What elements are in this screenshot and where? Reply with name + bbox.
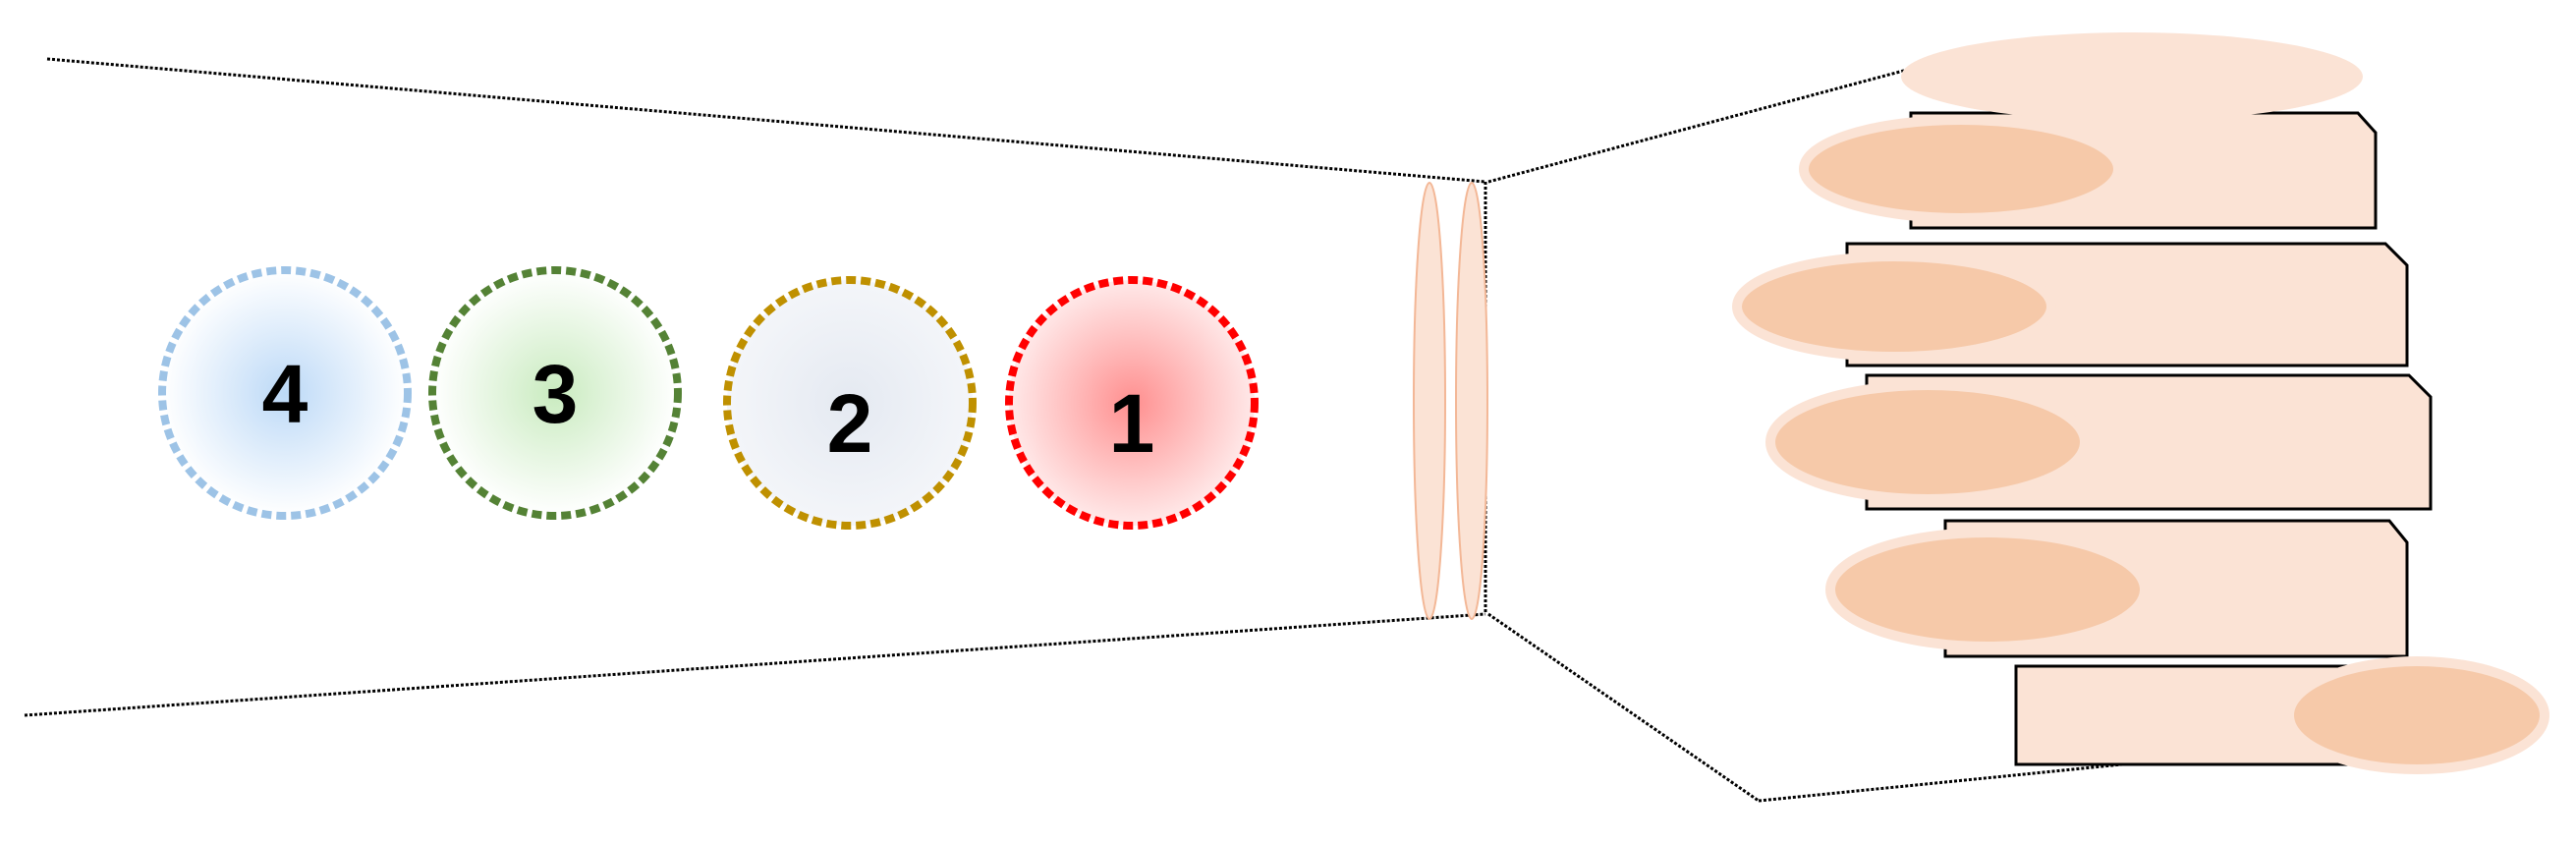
finger-3-nail: [1765, 380, 2090, 504]
marker-1: 1: [1005, 276, 1259, 530]
thumb-nail: [2284, 656, 2549, 774]
marker-3: 3: [428, 266, 682, 520]
forearm-top-edge: [46, 57, 1486, 184]
finger-4: [1825, 519, 2409, 658]
marker-3-circle: [428, 266, 682, 520]
wrist-cuff-left: [1413, 182, 1446, 620]
marker-1-label: 1: [1109, 377, 1155, 470]
marker-4-label: 4: [262, 348, 308, 440]
hand-bottom-edge: [1487, 612, 1760, 803]
forearm-bottom-edge: [24, 612, 1486, 717]
finger-1-nail: [1799, 115, 2123, 223]
marker-2: 2: [723, 276, 977, 530]
finger-1: [1799, 32, 2378, 230]
finger-1-knuckle: [1901, 32, 2363, 121]
hand-outline: [1487, 67, 2123, 803]
hand-top-edge: [1487, 67, 1912, 184]
wrist-cuff-right: [1455, 182, 1488, 620]
thumb: [2014, 656, 2549, 774]
marker-1-circle: [1005, 276, 1259, 530]
wrist-band: [1413, 182, 1488, 620]
marker-3-label: 3: [532, 348, 579, 440]
finger-4-nail: [1825, 528, 2150, 651]
fingers: [1732, 32, 2549, 774]
marker-2-label: 2: [827, 377, 873, 470]
hand-base-edge: [1758, 762, 2123, 803]
position-markers: 4 3 2 1: [158, 266, 1259, 530]
finger-2: [1732, 242, 2409, 367]
marker-4: 4: [158, 266, 412, 520]
marker-2-circle: [723, 276, 977, 530]
marker-4-circle: [158, 266, 412, 520]
finger-2-nail: [1732, 252, 2056, 362]
finger-3: [1765, 373, 2433, 511]
